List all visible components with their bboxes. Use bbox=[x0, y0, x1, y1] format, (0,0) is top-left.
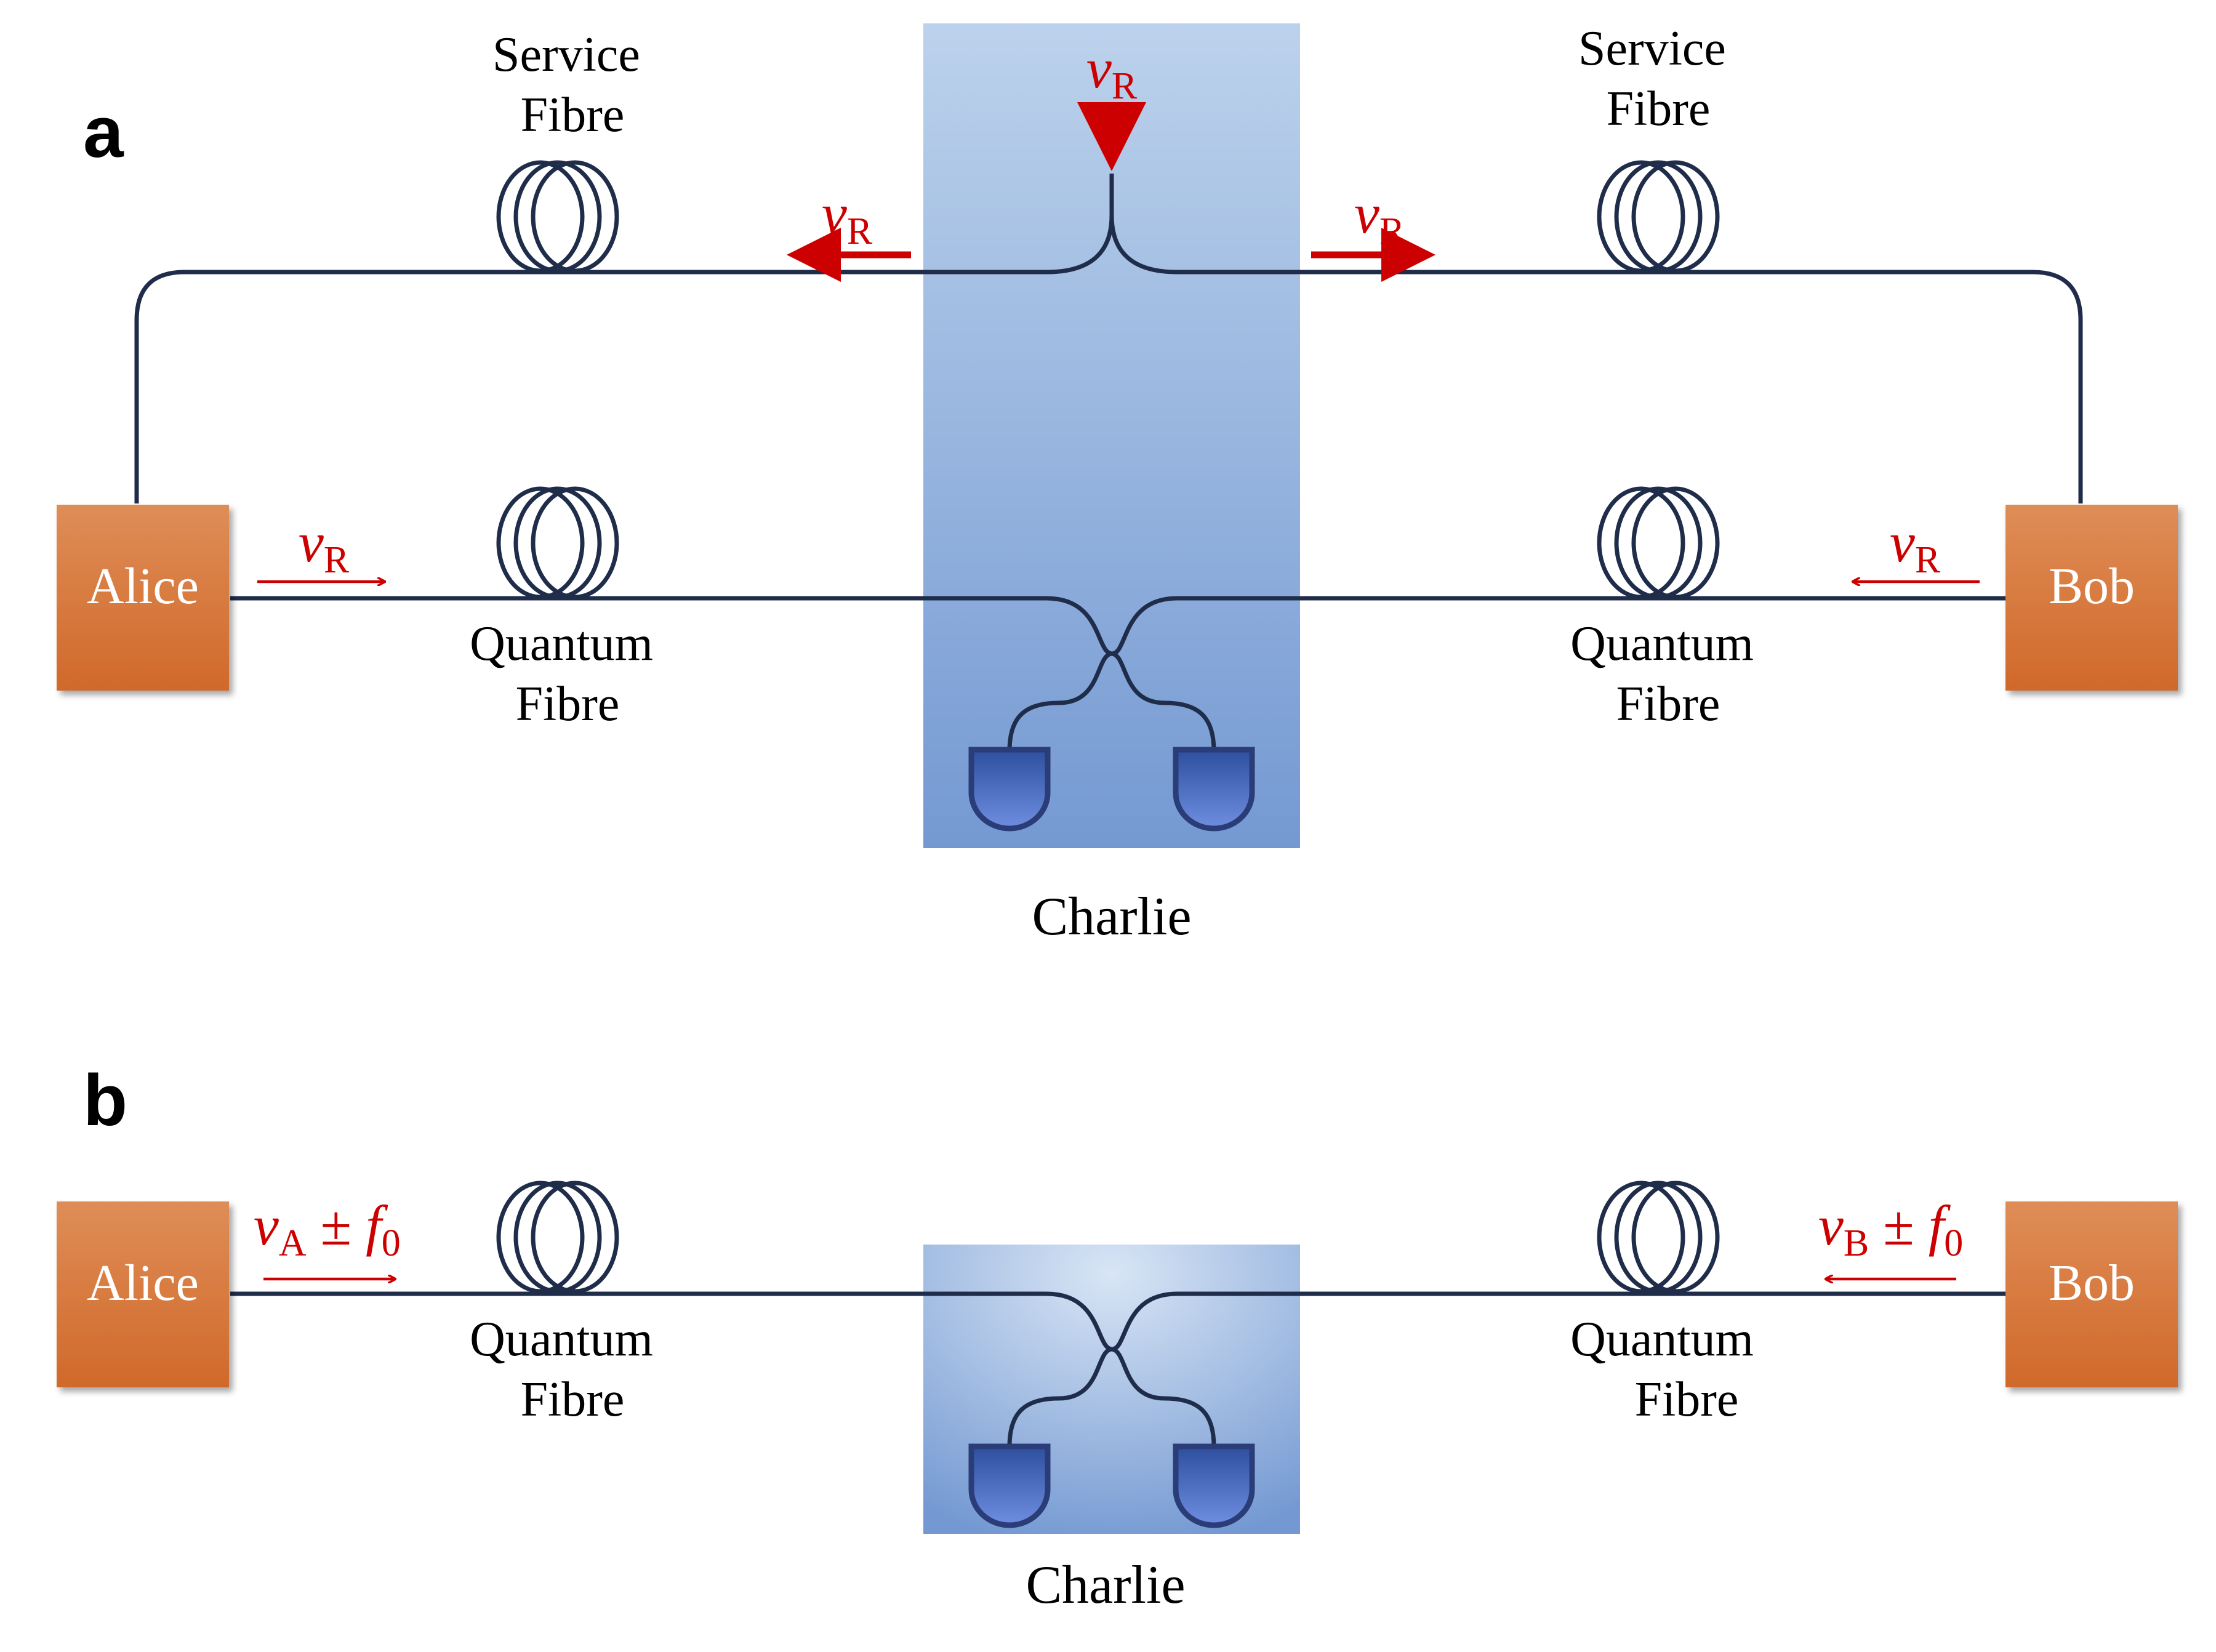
service-fibre-label-right: Service Fibre bbox=[1578, 22, 1738, 136]
freq-label-top-sub: R bbox=[1112, 65, 1138, 107]
freq-label-alice-a: νR bbox=[299, 511, 350, 581]
freq-label-bob-b: νB ± f0 bbox=[1818, 1194, 1963, 1264]
service-fibre-coil-left bbox=[499, 162, 617, 271]
service-fibre-label-right-l2: Fibre bbox=[1607, 82, 1711, 136]
detector-left-b bbox=[971, 1446, 1048, 1525]
freq-label-bob-b-sub: B bbox=[1844, 1222, 1869, 1264]
service-fibre-line-a bbox=[134, 174, 2083, 503]
freq-label-bob-b-sym: ν bbox=[1818, 1194, 1844, 1257]
quantum-fibre-label-left-a-l1: Quantum bbox=[470, 617, 653, 671]
bob-node-a bbox=[2005, 505, 2178, 691]
service-fibre-label-right-l1: Service bbox=[1578, 22, 1726, 76]
quantum-fibre-label-left-a: Quantum Fibre bbox=[470, 617, 665, 731]
quantum-fibre-line-a bbox=[230, 596, 2005, 752]
bob-node-b bbox=[2005, 1201, 2178, 1387]
detector-right-a bbox=[1176, 750, 1252, 828]
freq-label-top-sym: ν bbox=[1086, 37, 1112, 100]
service-fibre-label-left-l1: Service bbox=[492, 28, 640, 82]
service-fibre-label-left-l2: Fibre bbox=[521, 88, 625, 142]
freq-label-top: νR bbox=[1086, 37, 1138, 107]
freq-label-bob-b-fsub: 0 bbox=[1944, 1222, 1963, 1264]
alice-label-a: Alice bbox=[87, 558, 199, 615]
freq-label-service-right-sym: ν bbox=[1354, 182, 1379, 245]
service-fibre-label-left: Service Fibre bbox=[492, 28, 652, 142]
freq-label-alice-b-sub: A bbox=[279, 1222, 307, 1264]
detector-right-b bbox=[1176, 1446, 1252, 1525]
panel-b-letter: b bbox=[83, 1060, 127, 1141]
panel-b: b Alice Bob Quantum Fibre Quantum Fibre … bbox=[57, 1060, 2178, 1615]
quantum-fibre-label-right-b-l1: Quantum bbox=[1570, 1312, 1754, 1366]
freq-label-alice-a-sub: R bbox=[324, 539, 350, 581]
quantum-fibre-label-right-a-l2: Fibre bbox=[1616, 677, 1720, 731]
bob-label-b: Bob bbox=[2049, 1254, 2135, 1312]
freq-label-service-right: νR bbox=[1354, 182, 1405, 252]
freq-label-alice-a-sym: ν bbox=[299, 511, 324, 574]
freq-label-bob-a: νR bbox=[1890, 511, 1941, 581]
quantum-fibre-coil-right-b bbox=[1599, 1183, 1717, 1291]
panel-a: a Alice Bob Service Fibre Service Fi bbox=[57, 22, 2178, 947]
freq-label-service-right-sub: R bbox=[1379, 211, 1405, 252]
charlie-label-a: Charlie bbox=[1032, 887, 1191, 947]
charlie-label-b: Charlie bbox=[1026, 1555, 1185, 1615]
bob-label-a: Bob bbox=[2049, 558, 2135, 615]
freq-label-alice-b-op: ± bbox=[307, 1194, 366, 1257]
detector-left-a bbox=[971, 750, 1048, 828]
panel-a-letter: a bbox=[83, 92, 124, 173]
alice-label-b: Alice bbox=[87, 1254, 199, 1312]
quantum-fibre-coil-right bbox=[1599, 489, 1717, 597]
freq-label-service-left: νR bbox=[822, 182, 873, 252]
freq-label-alice-b-sym: ν bbox=[254, 1194, 279, 1257]
quantum-fibre-label-left-b-l1: Quantum bbox=[470, 1312, 653, 1366]
freq-label-service-left-sub: R bbox=[847, 211, 873, 252]
quantum-fibre-label-left-b-l2: Fibre bbox=[521, 1373, 625, 1427]
quantum-fibre-label-left-b: Quantum Fibre bbox=[470, 1312, 665, 1427]
freq-label-bob-a-sub: R bbox=[1915, 539, 1941, 581]
alice-node-a bbox=[57, 505, 229, 691]
freq-label-bob-a-sym: ν bbox=[1890, 511, 1915, 574]
freq-label-service-left-sym: ν bbox=[822, 182, 847, 245]
freq-label-alice-b-fsub: 0 bbox=[382, 1222, 401, 1264]
freq-label-bob-b-op: ± bbox=[1869, 1194, 1929, 1257]
quantum-fibre-label-right-b-l2: Fibre bbox=[1635, 1373, 1739, 1427]
freq-label-alice-b: νA ± f0 bbox=[254, 1194, 401, 1264]
quantum-fibre-label-right-a: Quantum Fibre bbox=[1570, 617, 1766, 731]
quantum-fibre-line-b bbox=[230, 1291, 2005, 1447]
alice-node-b bbox=[57, 1201, 229, 1387]
quantum-fibre-coil-left-b bbox=[499, 1183, 617, 1291]
quantum-fibre-coil-left bbox=[499, 489, 617, 597]
quantum-fibre-label-right-a-l1: Quantum bbox=[1570, 617, 1754, 671]
quantum-fibre-label-left-a-l2: Fibre bbox=[516, 677, 620, 731]
service-fibre-coil-right bbox=[1599, 162, 1717, 271]
quantum-fibre-label-right-b: Quantum Fibre bbox=[1570, 1312, 1766, 1427]
